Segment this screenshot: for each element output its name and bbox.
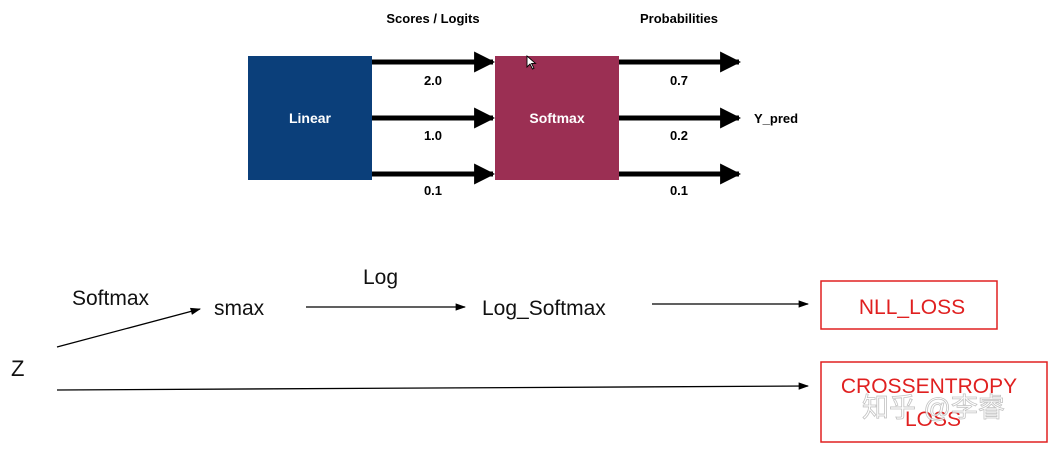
smax-label: smax	[214, 297, 265, 320]
logit-value: 1.0	[424, 128, 442, 143]
nll-loss-box	[820, 280, 998, 330]
y-pred-label: Y_pred	[754, 111, 798, 126]
softmax-box	[495, 56, 619, 180]
log-step-label: Log	[363, 266, 398, 289]
softmax-box-label: Softmax	[529, 110, 584, 126]
linear-box	[248, 56, 372, 180]
z-to-smax-arrow	[56, 307, 202, 348]
softmax-step-label: Softmax	[72, 287, 150, 310]
crossentropy-label-line1: CROSSENTROPY	[841, 375, 1017, 398]
probabilities-header: Probabilities	[640, 11, 718, 26]
scores-logits-header: Scores / Logits	[386, 11, 479, 26]
logit-value: 2.0	[424, 73, 442, 88]
probability-value: 0.1	[670, 183, 688, 198]
crossentropy-loss-box	[820, 361, 1048, 443]
nll-loss-label: NLL_LOSS	[859, 296, 965, 319]
linear-box-label: Linear	[289, 110, 332, 126]
watermark: 知乎 @李睿	[862, 393, 1005, 423]
z-to-crossentropy-arrow	[56, 382, 810, 391]
logit-value: 0.1	[424, 183, 442, 198]
crossentropy-label-line2: LOSS	[905, 408, 961, 431]
probability-value: 0.2	[670, 128, 688, 143]
probability-value: 0.7	[670, 73, 688, 88]
z-label: Z	[11, 356, 24, 381]
mouse-cursor-icon	[526, 55, 537, 70]
log-softmax-label: Log_Softmax	[482, 297, 606, 320]
